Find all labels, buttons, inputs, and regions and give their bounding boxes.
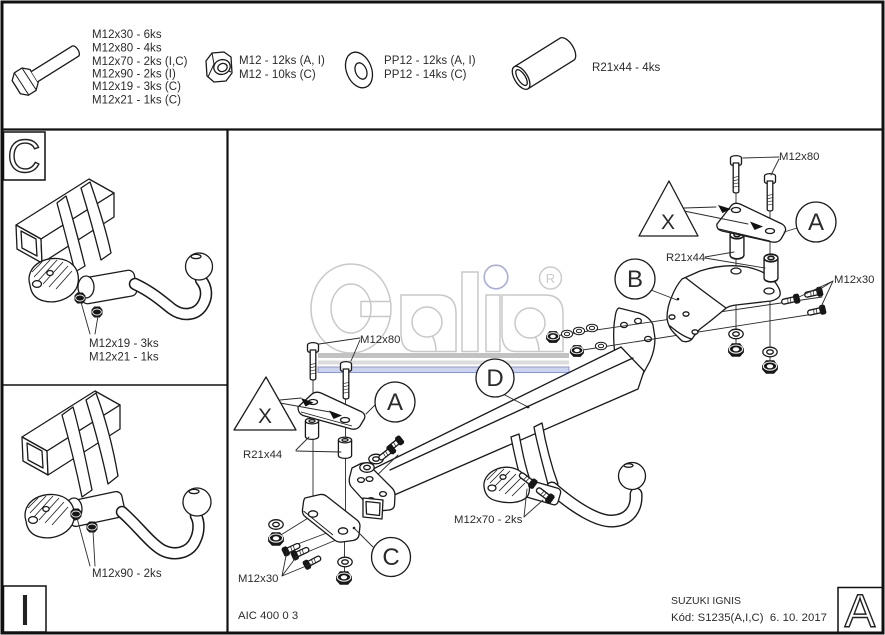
svg-text:M12x70 - 2ks: M12x70 - 2ks bbox=[454, 514, 523, 526]
svg-text:AIC 400 0 3: AIC 400 0 3 bbox=[238, 610, 298, 622]
svg-text:M12 - 10ks (C): M12 - 10ks (C) bbox=[239, 69, 316, 81]
svg-text:M12x80: M12x80 bbox=[360, 334, 401, 346]
svg-text:R: R bbox=[546, 271, 555, 286]
svg-text:M12x30 - 6ks: M12x30 - 6ks bbox=[92, 29, 162, 41]
svg-text:M12x90 - 2ks (I): M12x90 - 2ks (I) bbox=[92, 69, 176, 81]
svg-text:A: A bbox=[808, 209, 824, 236]
svg-text:C: C bbox=[382, 544, 399, 571]
svg-text:Kód: S1235(A,I,C) 6. 10. 2017: Kód: S1235(A,I,C) 6. 10. 2017 bbox=[671, 612, 827, 624]
svg-text:SUZUKI IGNIS: SUZUKI IGNIS bbox=[671, 595, 741, 607]
svg-text:M12x30: M12x30 bbox=[834, 274, 875, 286]
svg-text:X: X bbox=[258, 405, 272, 428]
svg-text:R21x44: R21x44 bbox=[666, 252, 705, 264]
svg-text:PP12 - 12ks (A, I): PP12 - 12ks (A, I) bbox=[384, 55, 476, 67]
svg-text:M12x19 - 3ks: M12x19 - 3ks bbox=[89, 338, 159, 350]
svg-text:C: C bbox=[7, 130, 40, 182]
svg-text:M12 - 12ks (A, I): M12 - 12ks (A, I) bbox=[239, 55, 325, 67]
svg-text:M12x19 - 3ks (C): M12x19 - 3ks (C) bbox=[92, 81, 181, 93]
svg-text:M12x80: M12x80 bbox=[779, 151, 820, 163]
svg-text:X: X bbox=[661, 211, 675, 234]
svg-text:A: A bbox=[845, 585, 876, 635]
svg-text:M12x70 - 2ks (I,C): M12x70 - 2ks (I,C) bbox=[92, 56, 188, 68]
svg-text:PP12 - 14ks (C): PP12 - 14ks (C) bbox=[384, 69, 467, 81]
svg-text:R21x44: R21x44 bbox=[243, 449, 282, 461]
svg-text:D: D bbox=[486, 365, 503, 392]
svg-text:A: A bbox=[387, 389, 403, 416]
svg-text:B: B bbox=[627, 266, 643, 293]
svg-text:M12x21 - 1ks: M12x21 - 1ks bbox=[89, 352, 159, 364]
svg-text:M12x90 - 2ks: M12x90 - 2ks bbox=[92, 568, 162, 580]
svg-text:M12x80 - 4ks: M12x80 - 4ks bbox=[92, 43, 162, 55]
svg-text:M12x30: M12x30 bbox=[238, 573, 279, 585]
svg-text:I: I bbox=[19, 586, 31, 635]
svg-text:R21x44 - 4ks: R21x44 - 4ks bbox=[592, 62, 661, 74]
svg-text:M12x21 - 1ks (C): M12x21 - 1ks (C) bbox=[92, 95, 181, 107]
